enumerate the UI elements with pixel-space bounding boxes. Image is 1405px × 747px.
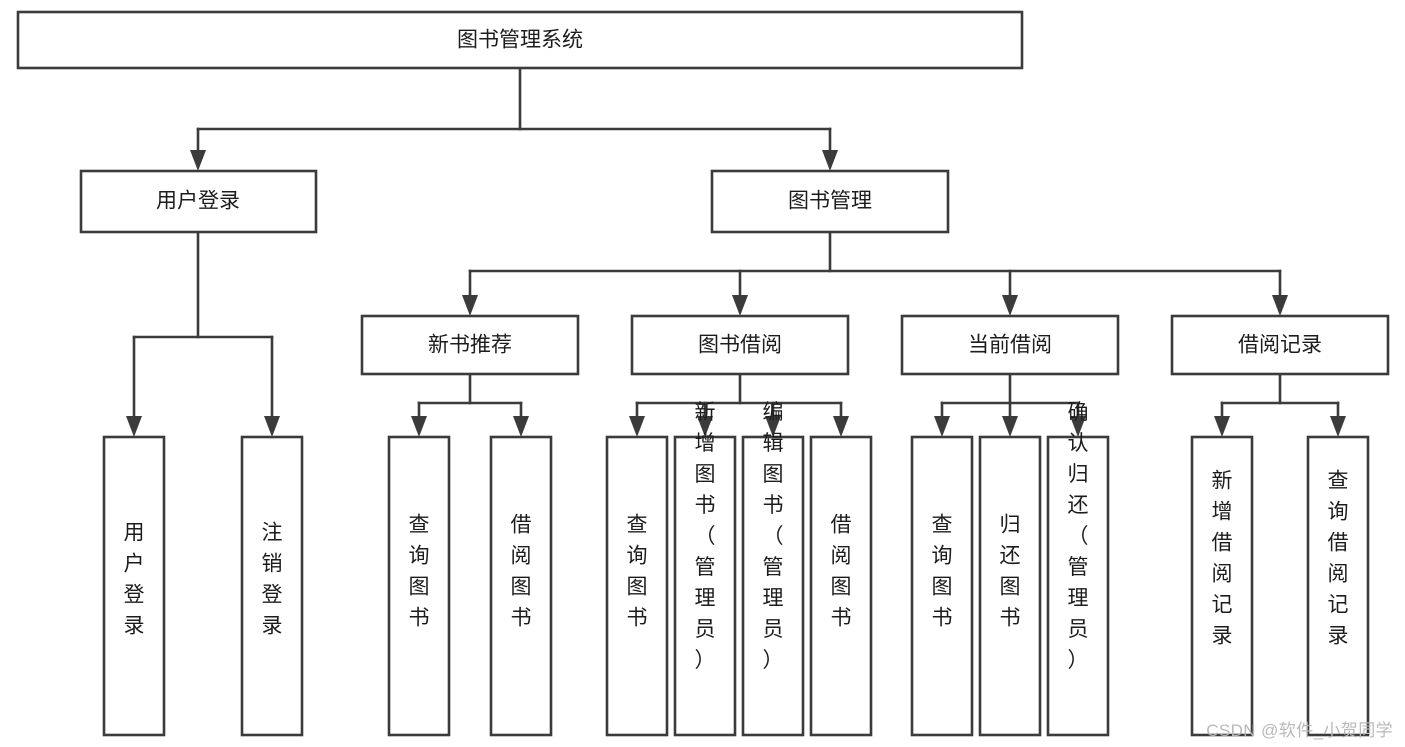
node-leaf-confirm-return[interactable]: 确认归还（管理员） (1046, 401, 1110, 737)
node-book-manage-box[interactable] (710, 169, 950, 234)
node-borrow-record[interactable]: 借阅记录 (1170, 314, 1390, 376)
node-leaf-query-book-2-label: 查询图书 (627, 514, 648, 630)
arrow-head-leaf-query-book-3 (934, 416, 950, 437)
node-leaf-return-book-box[interactable] (978, 435, 1042, 737)
node-leaf-add-book[interactable]: 新增图书（管理员） (673, 401, 737, 737)
arrow-head-leaf-confirm-return (1070, 416, 1086, 437)
arrow-head-borrow-record (1272, 295, 1288, 316)
node-leaf-user-logout[interactable]: 注销登录 (240, 435, 304, 737)
node-book-borrow-label: 图书借阅 (698, 334, 782, 357)
node-leaf-query-book-3-label: 查询图书 (932, 514, 953, 630)
node-user-login[interactable]: 用户登录 (79, 169, 318, 234)
node-book-borrow-box[interactable] (630, 314, 850, 376)
node-root[interactable]: 图书管理系统 (16, 10, 1024, 70)
arrow-head-leaf-query-record (1330, 416, 1346, 437)
arrow-head-leaf-borrow-book-2 (833, 416, 849, 437)
node-leaf-add-book-label: 新增图书（管理员） (695, 401, 716, 672)
node-leaf-edit-book[interactable]: 编辑图书（管理员） (741, 401, 805, 737)
node-book-manage[interactable]: 图书管理 (710, 169, 950, 234)
node-leaf-query-book-3-box[interactable] (910, 435, 974, 737)
node-borrow-record-label: 借阅记录 (1238, 334, 1322, 357)
arrow-head-leaf-user-login (126, 416, 142, 437)
node-leaf-borrow-book-1-box[interactable] (489, 435, 553, 737)
arrow-head-new-book-recommend (462, 295, 478, 316)
arrow-head-leaf-borrow-book-1 (513, 416, 529, 437)
node-leaf-query-book-2[interactable]: 查询图书 (605, 435, 669, 737)
arrow-head-current-borrow (1002, 295, 1018, 316)
node-current-borrow-box[interactable] (900, 314, 1120, 376)
node-leaf-user-login-label: 用户登录 (124, 522, 145, 638)
arrow-head-leaf-add-book (697, 416, 713, 437)
node-leaf-confirm-return-label: 确认归还（管理员） (1068, 401, 1089, 672)
arrow-head-book-borrow (732, 295, 748, 316)
node-leaf-query-book-3[interactable]: 查询图书 (910, 435, 974, 737)
node-leaf-query-record-box[interactable] (1306, 435, 1370, 737)
node-leaf-add-book-box[interactable] (673, 435, 737, 737)
node-new-book-recommend[interactable]: 新书推荐 (360, 314, 580, 376)
node-leaf-borrow-book-2-box[interactable] (809, 435, 873, 737)
node-leaf-return-book-label: 归还图书 (1000, 514, 1021, 630)
node-user-login-box[interactable] (79, 169, 318, 234)
node-leaf-query-record-label: 查询借阅记录 (1328, 470, 1349, 648)
node-leaf-edit-book-label: 编辑图书（管理员） (763, 401, 784, 672)
arrow-head-leaf-query-book-1 (411, 416, 427, 437)
node-leaf-user-login-box[interactable] (102, 435, 166, 737)
node-leaf-borrow-book-2-label: 借阅图书 (831, 514, 852, 630)
connector-layer (126, 66, 1346, 437)
node-leaf-user-logout-label: 注销登录 (262, 522, 283, 638)
node-leaf-query-book-2-box[interactable] (605, 435, 669, 737)
node-user-login-label: 用户登录 (156, 190, 240, 213)
node-current-borrow[interactable]: 当前借阅 (900, 314, 1120, 376)
node-current-borrow-label: 当前借阅 (968, 334, 1052, 357)
node-leaf-return-book[interactable]: 归还图书 (978, 435, 1042, 737)
node-leaf-add-record-box[interactable] (1190, 435, 1254, 737)
node-leaf-borrow-book-2[interactable]: 借阅图书 (809, 435, 873, 737)
node-leaf-edit-book-box[interactable] (741, 435, 805, 737)
csdn-watermark: CSDN @软件_小贺同学 (1206, 721, 1393, 740)
node-leaf-query-book-1[interactable]: 查询图书 (387, 435, 451, 737)
node-leaf-borrow-book-1-label: 借阅图书 (511, 514, 532, 630)
arrow-head-book-manage (822, 150, 838, 171)
arrow-head-user-login (190, 150, 206, 171)
arrow-head-leaf-query-book-2 (629, 416, 645, 437)
node-book-manage-label: 图书管理 (788, 190, 872, 213)
node-root-box[interactable] (16, 10, 1024, 70)
node-leaf-add-record[interactable]: 新增借阅记录 (1190, 435, 1254, 737)
node-book-borrow[interactable]: 图书借阅 (630, 314, 850, 376)
arrow-head-leaf-user-logout (264, 416, 280, 437)
node-leaf-add-record-label: 新增借阅记录 (1212, 470, 1233, 648)
node-new-book-recommend-label: 新书推荐 (428, 334, 512, 357)
node-leaf-user-login[interactable]: 用户登录 (102, 435, 166, 737)
node-leaf-user-logout-box[interactable] (240, 435, 304, 737)
arrow-head-leaf-return-book (1002, 416, 1018, 437)
node-new-book-recommend-box[interactable] (360, 314, 580, 376)
node-root-label: 图书管理系统 (457, 29, 583, 52)
node-leaf-query-book-1-label: 查询图书 (409, 514, 430, 630)
arrow-head-leaf-edit-book (765, 416, 781, 437)
node-borrow-record-box[interactable] (1170, 314, 1390, 376)
node-leaf-confirm-return-box[interactable] (1046, 435, 1110, 737)
node-leaf-query-book-1-box[interactable] (387, 435, 451, 737)
node-leaf-query-record[interactable]: 查询借阅记录 (1306, 435, 1370, 737)
node-leaf-borrow-book-1[interactable]: 借阅图书 (489, 435, 553, 737)
arrow-head-leaf-add-record (1214, 416, 1230, 437)
